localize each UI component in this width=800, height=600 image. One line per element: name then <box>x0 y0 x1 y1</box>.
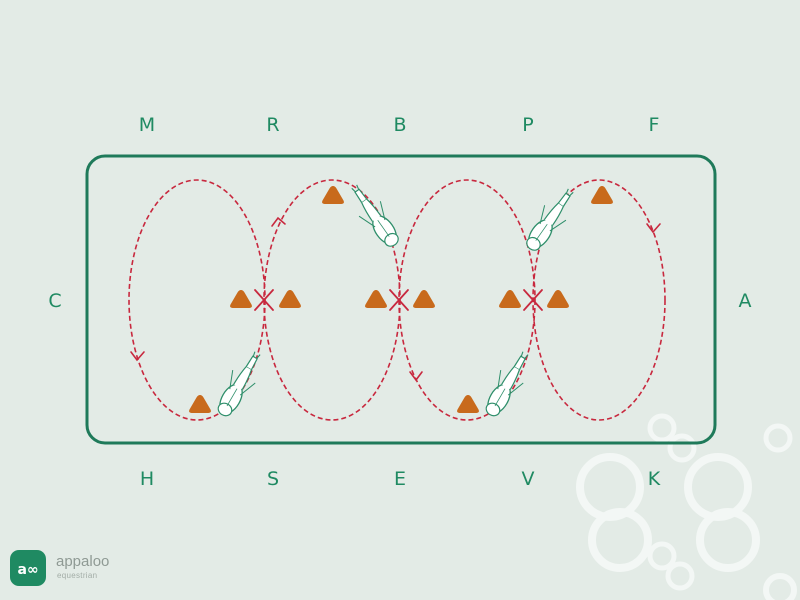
direction-arrows <box>130 216 661 382</box>
cone-icon <box>457 395 479 413</box>
letter-p: P <box>522 114 533 136</box>
cone-icon <box>547 290 569 308</box>
direction-arrow-icon <box>271 216 286 227</box>
logo-glyph: a∞ <box>17 562 38 578</box>
logo-badge <box>10 550 46 586</box>
crossing-marks <box>254 289 543 311</box>
letters-bottom: H S E V K <box>140 468 661 490</box>
letters-top: M R B P F <box>139 114 660 136</box>
riding-path <box>128 179 666 421</box>
cone-icon <box>365 290 387 308</box>
horse-rider-icon <box>342 178 407 253</box>
cone-icon <box>230 290 252 308</box>
letter-h: H <box>140 468 154 490</box>
cone-icon <box>591 186 613 204</box>
horses <box>210 178 583 422</box>
letter-r: R <box>266 114 279 136</box>
letter-m: M <box>139 114 155 136</box>
cone-icon <box>499 290 521 308</box>
letter-c: C <box>48 290 61 312</box>
cone-icon <box>279 290 301 308</box>
brand-logo: a∞ appaloo equestrian <box>10 550 109 586</box>
letter-s: S <box>267 468 279 490</box>
brand-name: appaloo <box>56 553 109 570</box>
brand-subtitle: equestrian <box>57 571 97 580</box>
direction-arrow-icon <box>130 351 145 362</box>
horse-rider-icon <box>210 346 270 422</box>
horse-rider-icon <box>478 346 538 422</box>
crossing-x-icon <box>389 289 409 311</box>
crossing-x-icon <box>254 289 274 311</box>
direction-arrow-icon <box>646 223 661 234</box>
direction-arrow-icon <box>409 371 423 382</box>
letter-b: B <box>393 114 406 136</box>
cone-icon <box>322 186 344 204</box>
cone-icon <box>189 395 211 413</box>
letter-v: V <box>522 468 535 490</box>
letter-k: K <box>648 468 661 490</box>
arena-border <box>85 154 717 445</box>
cone-icon <box>413 290 435 308</box>
crossing-x-icon <box>523 289 543 311</box>
letter-a: A <box>739 290 752 312</box>
horse-rider-icon <box>518 182 583 257</box>
letter-f: F <box>649 114 660 136</box>
letter-e: E <box>394 468 406 490</box>
decorative-rings <box>576 413 797 600</box>
